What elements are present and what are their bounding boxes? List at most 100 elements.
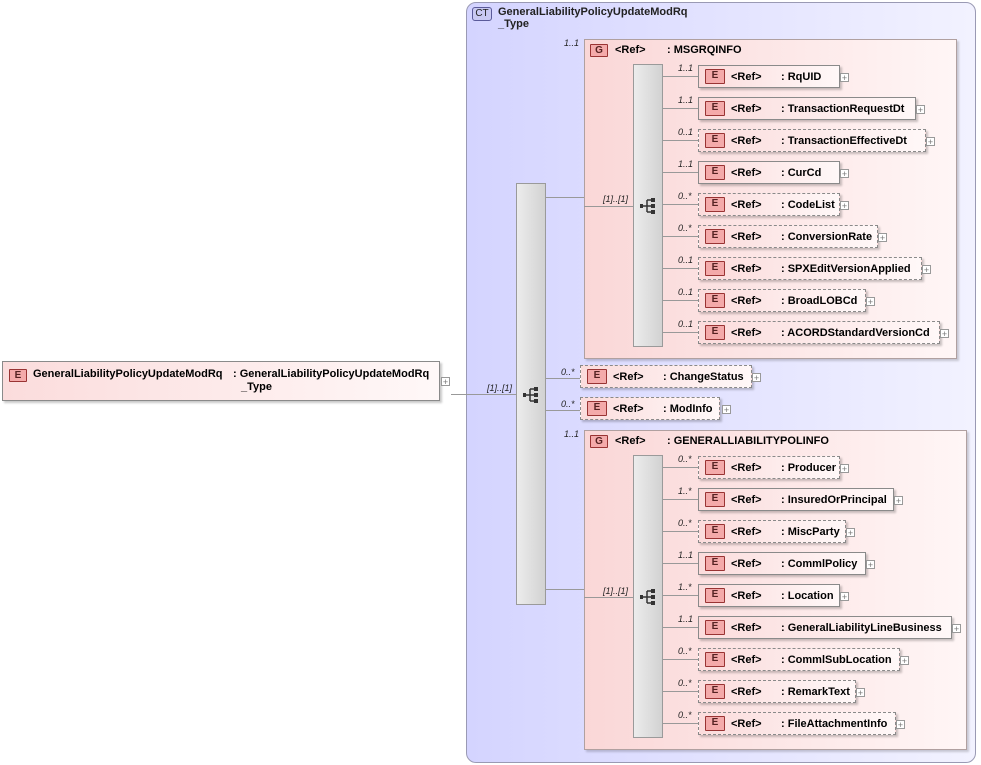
root-element-type-line2: _Type xyxy=(241,381,272,393)
element-box[interactable]: E<Ref>: TransactionRequestDt xyxy=(698,97,916,120)
element-badge: E xyxy=(705,261,725,276)
expand-icon[interactable]: + xyxy=(441,377,450,387)
connector-line xyxy=(663,659,698,660)
connector-line xyxy=(546,197,584,198)
expand-icon[interactable]: + xyxy=(952,624,961,634)
element-ref-label: <Ref> xyxy=(731,70,762,83)
connector-line xyxy=(663,204,698,205)
outer-sequence-bar xyxy=(516,183,546,605)
element-badge: E xyxy=(705,588,725,603)
connector-line xyxy=(663,467,698,468)
expand-icon[interactable]: + xyxy=(896,720,905,730)
root-element-type-line1: : GeneralLiabilityPolicyUpdateModRq xyxy=(233,368,430,380)
expand-icon[interactable]: + xyxy=(866,560,875,570)
element-name: : InsuredOrPrincipal xyxy=(781,493,887,506)
element-cardinality: 1..1 xyxy=(678,95,694,105)
element-name: : GeneralLiabilityLineBusiness xyxy=(781,621,942,634)
element-badge: E xyxy=(705,620,725,635)
expand-icon[interactable]: + xyxy=(840,592,849,602)
element-box[interactable]: E<Ref>: CurCd xyxy=(698,161,840,184)
element-cardinality: 1..1 xyxy=(678,159,694,169)
expand-icon[interactable]: + xyxy=(840,201,849,211)
expand-icon[interactable]: + xyxy=(916,105,925,115)
expand-icon[interactable]: + xyxy=(894,496,903,506)
element-badge: E xyxy=(705,460,725,475)
connector-line xyxy=(663,563,698,564)
element-badge: E xyxy=(705,69,725,84)
element-cardinality: 0..* xyxy=(678,646,692,656)
element-box[interactable]: E<Ref>: CodeList xyxy=(698,193,840,216)
expand-icon[interactable]: + xyxy=(840,464,849,474)
element-cardinality: 0..1 xyxy=(678,255,694,265)
element-box[interactable]: E<Ref>: RemarkText xyxy=(698,680,856,703)
element-box[interactable]: E <Ref> : MiscParty xyxy=(698,520,846,543)
group-ref-label: <Ref> xyxy=(615,44,646,56)
element-cardinality: 1..1 xyxy=(678,614,694,624)
element-cardinality: 0..* xyxy=(561,367,575,377)
element-box[interactable]: E<Ref>: ACORDStandardVersionCd xyxy=(698,321,940,344)
element-box[interactable]: E<Ref>: InsuredOrPrincipal xyxy=(698,488,894,511)
element-ref-label: <Ref> xyxy=(731,589,762,602)
element-badge: E xyxy=(705,524,725,539)
element-ref-label: <Ref> xyxy=(731,525,762,538)
connector-line xyxy=(663,172,698,173)
element-box[interactable]: E<Ref>: BroadLOBCd xyxy=(698,289,866,312)
element-box[interactable]: E<Ref>: ConversionRate xyxy=(698,225,878,248)
element-badge: E xyxy=(705,325,725,340)
element-box[interactable]: E<Ref>: TransactionEffectiveDt xyxy=(698,129,926,152)
element-badge: E xyxy=(705,556,725,571)
expand-icon[interactable]: + xyxy=(752,373,761,383)
element-badge: E xyxy=(9,369,27,382)
connector-line xyxy=(546,378,580,379)
element-name: : MiscParty xyxy=(781,525,840,538)
element-name: : FileAttachmentInfo xyxy=(781,717,888,730)
expand-icon[interactable]: + xyxy=(840,169,849,179)
expand-icon[interactable]: + xyxy=(900,656,909,666)
connector-line xyxy=(546,589,584,590)
element-box[interactable]: E<Ref>: SPXEditVersionApplied xyxy=(698,257,922,280)
connector-line xyxy=(663,268,698,269)
element-cardinality: 1..1 xyxy=(678,550,694,560)
element-name: : SPXEditVersionApplied xyxy=(781,262,911,275)
element-badge: E xyxy=(705,716,725,731)
element-name: : RqUID xyxy=(781,70,822,83)
expand-icon[interactable]: + xyxy=(878,233,887,243)
element-name: : CommlSubLocation xyxy=(781,653,892,666)
element-box[interactable]: E <Ref> : RqUID xyxy=(698,65,840,88)
connector-line xyxy=(451,394,516,395)
element-name: : ChangeStatus xyxy=(663,370,744,383)
group-sequence-cardinality: [1]..[1] xyxy=(603,586,629,596)
expand-icon[interactable]: + xyxy=(866,297,875,307)
outer-sequence-cardinality: [1]..[1] xyxy=(487,383,513,393)
element-box[interactable]: E <Ref> : GeneralLiabilityLineBusiness xyxy=(698,616,952,639)
element-box[interactable]: E<Ref>: FileAttachmentInfo xyxy=(698,712,896,735)
complex-type-title-line2: _Type xyxy=(498,18,529,30)
element-cardinality: 0..* xyxy=(678,191,692,201)
element-ref-label: <Ref> xyxy=(731,134,762,147)
expand-icon[interactable]: + xyxy=(856,688,865,698)
root-element[interactable]: E GeneralLiabilityPolicyUpdateModRq : Ge… xyxy=(2,361,440,401)
expand-icon[interactable]: + xyxy=(840,73,849,83)
element-modinfo[interactable]: E <Ref> : ModInfo xyxy=(580,397,720,420)
element-box[interactable]: E<Ref>: CommlPolicy xyxy=(698,552,866,575)
element-badge: E xyxy=(705,229,725,244)
element-name: : TransactionEffectiveDt xyxy=(781,134,907,147)
expand-icon[interactable]: + xyxy=(922,265,931,275)
expand-icon[interactable]: + xyxy=(926,137,935,147)
element-name: : CodeList xyxy=(781,198,835,211)
element-ref-label: <Ref> xyxy=(731,621,762,634)
element-changestatus[interactable]: E <Ref> : ChangeStatus xyxy=(580,365,752,388)
connector-line xyxy=(663,595,698,596)
connector-line xyxy=(584,206,633,207)
element-box[interactable]: E<Ref>: Producer xyxy=(698,456,840,479)
element-ref-label: <Ref> xyxy=(731,198,762,211)
expand-icon[interactable]: + xyxy=(846,528,855,538)
sequence-icon xyxy=(640,198,655,214)
element-ref-label: <Ref> xyxy=(731,653,762,666)
element-box[interactable]: E<Ref>: Location xyxy=(698,584,840,607)
element-ref-label: <Ref> xyxy=(731,230,762,243)
expand-icon[interactable]: + xyxy=(940,329,949,339)
group-name: : GENERALLIABILITYPOLINFO xyxy=(667,435,829,447)
element-box[interactable]: E<Ref>: CommlSubLocation xyxy=(698,648,900,671)
expand-icon[interactable]: + xyxy=(722,405,731,415)
